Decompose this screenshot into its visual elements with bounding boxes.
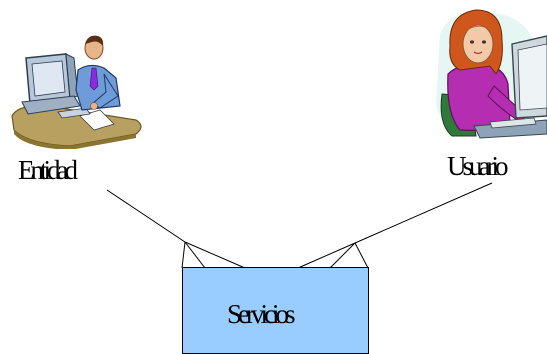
usuario-to-servicios-connector [297, 182, 493, 269]
woman-at-computer-icon [436, 9, 547, 139]
usuario-label: Usuario [447, 151, 509, 181]
servicios-box: Servicios [182, 267, 369, 354]
entidad-to-servicios-connector [106, 189, 246, 269]
entidad-label: Entidad [18, 155, 78, 185]
servicios-label: Servicios [227, 299, 295, 329]
office-worker-icon [11, 35, 142, 149]
